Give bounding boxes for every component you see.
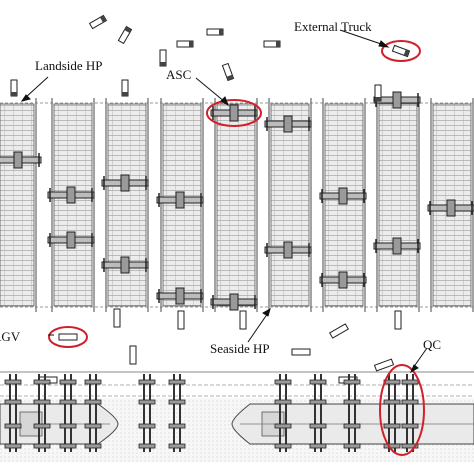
asc-crane (156, 191, 204, 209)
external-truck (374, 84, 382, 102)
asc-crane (0, 151, 42, 169)
agv (394, 310, 402, 330)
stacking-blocks (0, 98, 474, 312)
asc-crane (47, 186, 95, 204)
agv (239, 310, 247, 330)
quay-crane (84, 374, 102, 452)
quay-crane (309, 374, 327, 452)
stacking-block (214, 98, 258, 312)
stacking-block (51, 98, 95, 312)
external-truck (176, 40, 194, 48)
agv-highlight (48, 326, 88, 348)
vessel-left (0, 403, 119, 445)
stacking-block (376, 98, 420, 312)
seaside-hp-label: Seaside HP (210, 341, 270, 356)
agv (113, 308, 121, 328)
quay-crane (138, 374, 156, 452)
external-truck (206, 28, 224, 36)
quay-crane (168, 374, 186, 452)
external-truck (263, 40, 281, 48)
asc-crane (47, 231, 95, 249)
asc-crane (210, 104, 258, 122)
qc-label: QC (423, 337, 442, 352)
external-truck-highlight (381, 40, 421, 62)
agv (291, 348, 311, 356)
asc-crane (319, 187, 367, 205)
external-trucks (10, 14, 411, 102)
external-truck (159, 49, 167, 67)
landside-hp-label: Landside HP (35, 58, 103, 73)
asc-crane (101, 174, 149, 192)
external-truck (121, 79, 129, 97)
quay-crane (274, 374, 292, 452)
agv (177, 310, 185, 330)
external-truck (88, 14, 108, 30)
agv (373, 358, 395, 372)
stacking-block (268, 98, 312, 312)
quay-crane (383, 374, 401, 452)
asc-crane (210, 293, 258, 311)
stacking-block (0, 98, 37, 312)
external-truck-label: External Truck (294, 19, 372, 34)
asc-crane (319, 271, 367, 289)
quay-cranes (4, 374, 419, 452)
external-truck (391, 44, 411, 58)
asc-crane (101, 256, 149, 274)
asc-cranes (0, 91, 474, 311)
asc-crane (156, 287, 204, 305)
agv (329, 323, 349, 339)
asc-label: ASC (166, 67, 192, 82)
agv (58, 333, 78, 341)
qc-highlight (379, 364, 425, 456)
asc-highlight (206, 99, 262, 127)
annotation-arrows (20, 29, 428, 374)
quay-crane (33, 374, 51, 452)
external-truck (10, 79, 18, 97)
asc-crane (264, 115, 312, 133)
external-truck (221, 62, 235, 82)
stacking-block (105, 98, 149, 312)
external-truck (117, 25, 133, 45)
asc-crane (427, 199, 474, 217)
agv-label: AGV (0, 329, 21, 344)
quay-crane (401, 374, 419, 452)
quay-crane (59, 374, 77, 452)
asc-crane (264, 241, 312, 259)
quay-crane (343, 374, 361, 452)
quay-crane (4, 374, 22, 452)
agv (129, 345, 137, 365)
asc-crane (373, 237, 421, 255)
